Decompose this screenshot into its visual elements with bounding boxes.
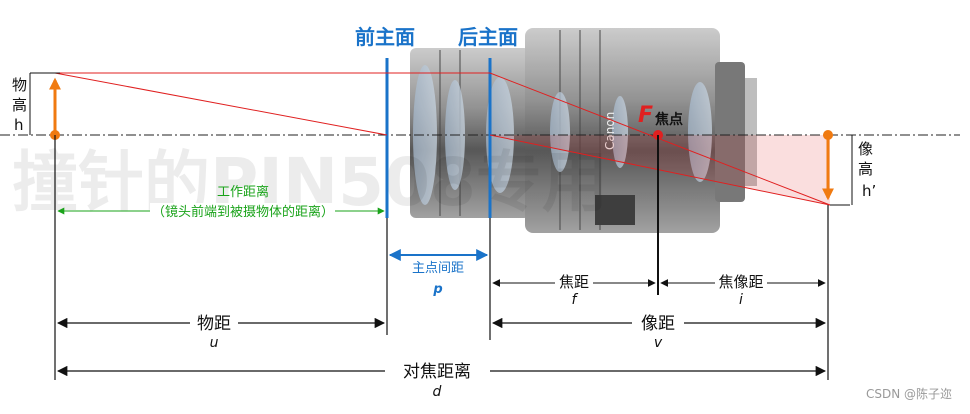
image-focal-distance-label: 焦像距 (718, 273, 763, 291)
front-principal-plane-label: 前主面 (355, 25, 415, 49)
working-distance-label: 工作距离 (217, 184, 269, 200)
focus-distance-var: d (433, 384, 442, 400)
extension-lines (54, 135, 829, 380)
image-height-label-3: h’ (862, 182, 876, 200)
object-distance-var: u (210, 335, 219, 351)
image-distance-var: v (654, 335, 663, 351)
ray-from-rear-node (489, 134, 831, 206)
lens-mount (715, 62, 745, 202)
object-height-label-1: 物 (12, 76, 27, 94)
object-height-label-3: h (14, 116, 24, 134)
credit-text: CSDN @陈子迩 (866, 386, 952, 401)
lens-switch (595, 195, 635, 225)
ray-to-front-node (54, 72, 388, 136)
image-height-label-1: 像 (858, 140, 873, 158)
image-focal-distance-var: i (739, 292, 743, 308)
image-distance-label: 像距 (641, 314, 675, 334)
lens-rear (745, 78, 757, 186)
principal-spacing-var: p (432, 282, 442, 297)
focal-point-letter: F (638, 103, 653, 128)
focal-length-var: f (572, 292, 579, 308)
focal-point-label: 焦点 (654, 111, 683, 128)
focus-distance-label: 对焦距离 (403, 362, 471, 382)
working-distance-label-bg (150, 203, 335, 219)
object-height-label-2: 高 (12, 96, 27, 114)
rear-principal-plane-label: 后主面 (458, 25, 518, 49)
image-height-arrow (822, 130, 853, 205)
object-height-arrow (29, 72, 61, 140)
image-height-label-2: 高 (858, 160, 873, 178)
focal-length-label: 焦距 (559, 273, 589, 291)
working-distance-note: （镜头前端到被摄物体的距离） (152, 204, 334, 220)
object-distance-label: 物距 (197, 314, 231, 334)
principal-spacing-label: 主点间距 (412, 261, 464, 276)
